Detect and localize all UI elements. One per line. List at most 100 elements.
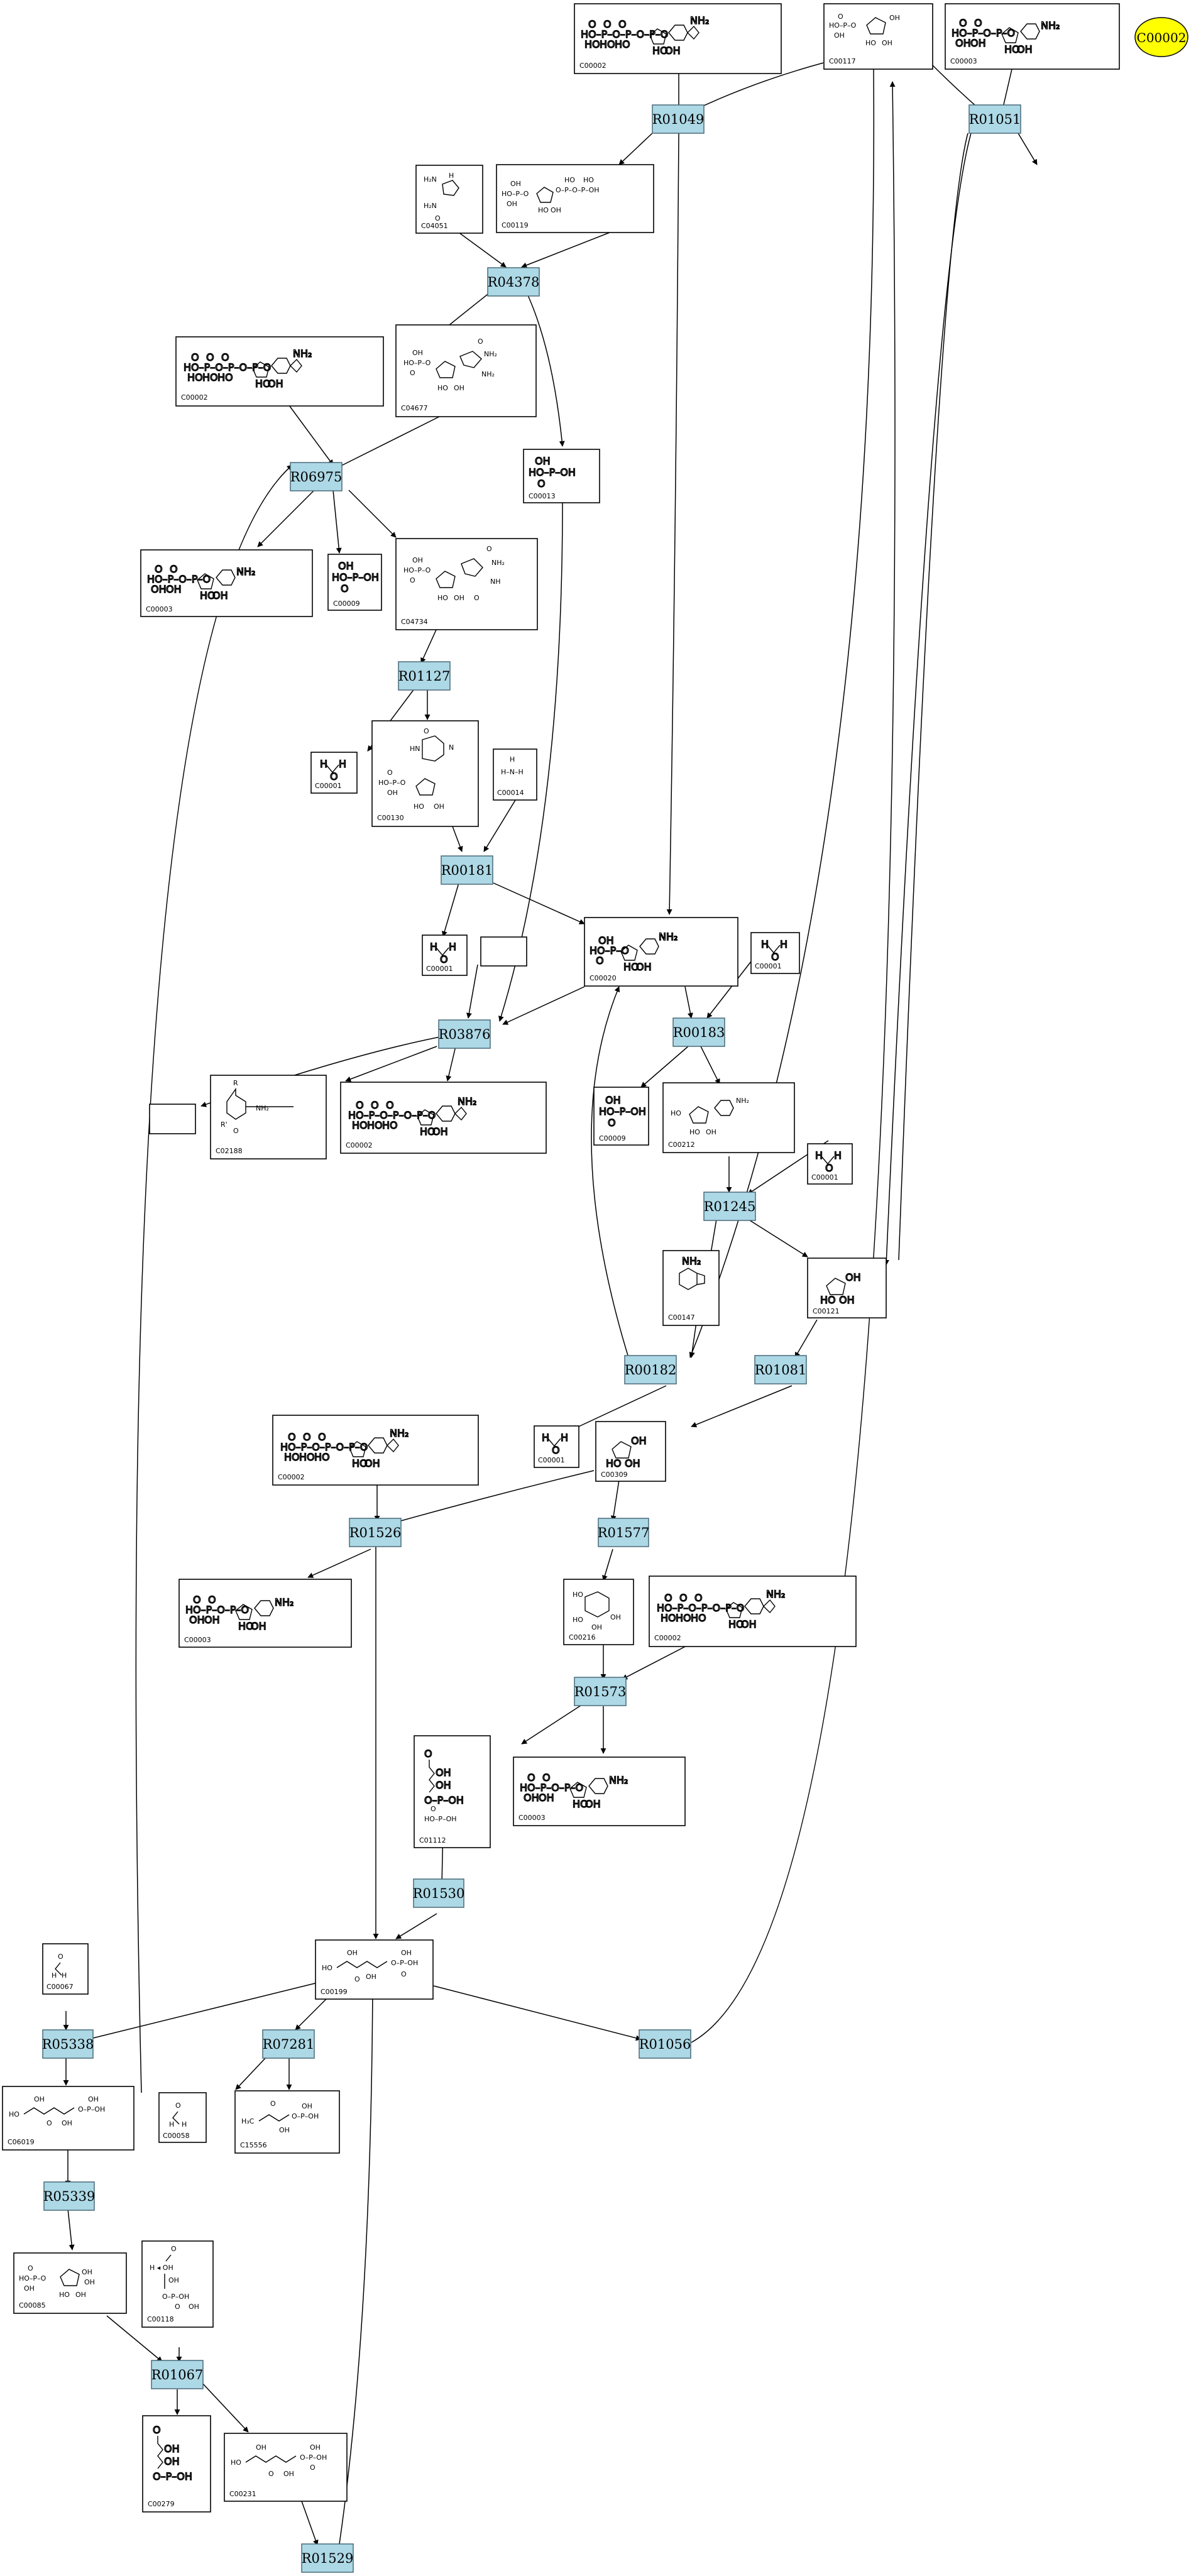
reaction-node[interactable]: R01529 — [301, 2543, 354, 2573]
reaction-node[interactable]: R01056 — [639, 2029, 691, 2059]
compound-node[interactable]: C00013 — [523, 449, 600, 503]
reaction-node[interactable]: R04378 — [487, 267, 540, 297]
svg-text:HO–P–O: HO–P–O — [403, 359, 431, 367]
compound-node[interactable]: C00147 — [662, 1250, 720, 1326]
reaction-node[interactable]: R01127 — [398, 661, 451, 691]
svg-text:HO–P–OH: HO–P–OH — [424, 1815, 457, 1823]
compound-node[interactable]: C00001 — [310, 752, 358, 794]
svg-text:OH: OH — [347, 1949, 358, 1957]
reaction-node[interactable]: R00183 — [672, 1017, 725, 1047]
reaction-node[interactable]: R01245 — [703, 1192, 756, 1221]
svg-text:OH: OH — [189, 2303, 199, 2311]
reaction-label: R01051 — [969, 112, 1021, 127]
svg-text:O: O — [401, 1970, 407, 1978]
reaction-node[interactable]: R01081 — [754, 1355, 807, 1384]
reaction-label: R00181 — [441, 863, 493, 878]
compound-node[interactable]: OHO–P–OH C01112 — [414, 1735, 491, 1848]
compound-node[interactable]: C00003 — [513, 1757, 686, 1826]
svg-text:O: O — [478, 337, 483, 346]
reaction-node[interactable]: R06975 — [290, 462, 343, 491]
compound-id: C00231 — [229, 2490, 256, 2498]
compound-id: C00117 — [829, 57, 856, 65]
compound-node[interactable]: C00001 — [534, 1425, 579, 1468]
compound-id: C00013 — [529, 492, 556, 500]
svg-text:O–P–OH: O–P–OH — [162, 2293, 189, 2301]
svg-text:HO: HO — [414, 803, 424, 811]
compound-node[interactable]: C00002 — [272, 1415, 479, 1486]
svg-text:HO: HO — [9, 2110, 19, 2118]
compound-node[interactable]: C00002 — [574, 3, 782, 74]
compound-node[interactable]: C00003 — [945, 3, 1120, 70]
svg-text:H: H — [62, 1971, 67, 1980]
compound-id: C04051 — [421, 222, 448, 230]
compound-id: C00147 — [668, 1313, 695, 1322]
svg-text:HO: HO — [573, 1616, 583, 1624]
reaction-node[interactable]: R03876 — [438, 1019, 491, 1049]
compound-node[interactable]: C00009 — [327, 554, 382, 611]
reaction-node[interactable]: R01051 — [968, 104, 1021, 134]
svg-text:O: O — [47, 2119, 52, 2127]
svg-text:O: O — [486, 545, 492, 553]
compound-node[interactable]: C00001 — [422, 934, 468, 976]
reaction-node[interactable]: R05338 — [42, 2029, 94, 2059]
reaction-node[interactable]: R01577 — [598, 1518, 650, 1547]
reaction-label: R00183 — [673, 1025, 725, 1040]
compound-node[interactable]: C00001 — [807, 1143, 853, 1185]
svg-text:HO–P–O: HO–P–O — [378, 779, 406, 787]
reaction-node[interactable]: R05339 — [43, 2181, 96, 2211]
svg-text:OH: OH — [401, 1949, 412, 1957]
compound-node[interactable]: R R'O NH₂ C02188 — [210, 1075, 327, 1159]
svg-text:OH: OH — [510, 180, 521, 188]
compound-node[interactable]: C00002 — [175, 336, 384, 407]
reaction-node[interactable]: R01067 — [151, 2360, 204, 2389]
reaction-node[interactable]: R01526 — [349, 1518, 402, 1547]
compound-id: C06019 — [8, 2138, 35, 2146]
compound-node[interactable]: C00020 — [584, 917, 738, 987]
compound-id: C00058 — [163, 2132, 190, 2140]
compound-node[interactable]: OHH C00067 — [42, 1943, 89, 1995]
compound-id: C00003 — [518, 1814, 546, 1822]
compound-node[interactable]: C00001 — [750, 932, 800, 974]
compound-node[interactable]: C00279 — [142, 2415, 211, 2513]
compound-node[interactable]: C00003 — [140, 549, 313, 617]
svg-text:HO: HO — [689, 1128, 700, 1136]
compound-id: C00003 — [950, 57, 977, 65]
svg-text:HO: HO — [671, 1109, 681, 1117]
compound-id: C00309 — [601, 1471, 628, 1479]
compound-node[interactable]: C00002 — [649, 1576, 857, 1647]
reaction-node[interactable]: R01530 — [413, 1878, 465, 1908]
reaction-node[interactable]: R07281 — [262, 2029, 315, 2059]
compound-node[interactable]: HH–N–H C00014 — [493, 748, 537, 801]
svg-text:OH: OH — [168, 2276, 179, 2284]
compound-node[interactable]: C00121 — [807, 1258, 887, 1318]
compound-node[interactable]: C00009 — [593, 1087, 649, 1146]
compound-node[interactable]: C00309 — [595, 1421, 666, 1482]
compound-node[interactable]: C00003 — [178, 1579, 352, 1648]
svg-text:O: O — [838, 13, 843, 21]
svg-text:H–N–H: H–N–H — [501, 768, 524, 776]
reaction-node[interactable]: R00182 — [624, 1355, 677, 1384]
svg-text:OH: OH — [75, 2291, 86, 2299]
reaction-node[interactable]: R01573 — [574, 1677, 627, 1706]
highlighted-compound[interactable]: C00002 — [1134, 17, 1188, 57]
compound-node[interactable]: C00002 — [340, 1082, 547, 1154]
reaction-node[interactable]: R00181 — [441, 855, 493, 885]
svg-text:OH: OH — [34, 2095, 45, 2103]
svg-text:H₂N: H₂N — [424, 202, 437, 210]
reaction-node[interactable]: R01049 — [652, 104, 705, 134]
